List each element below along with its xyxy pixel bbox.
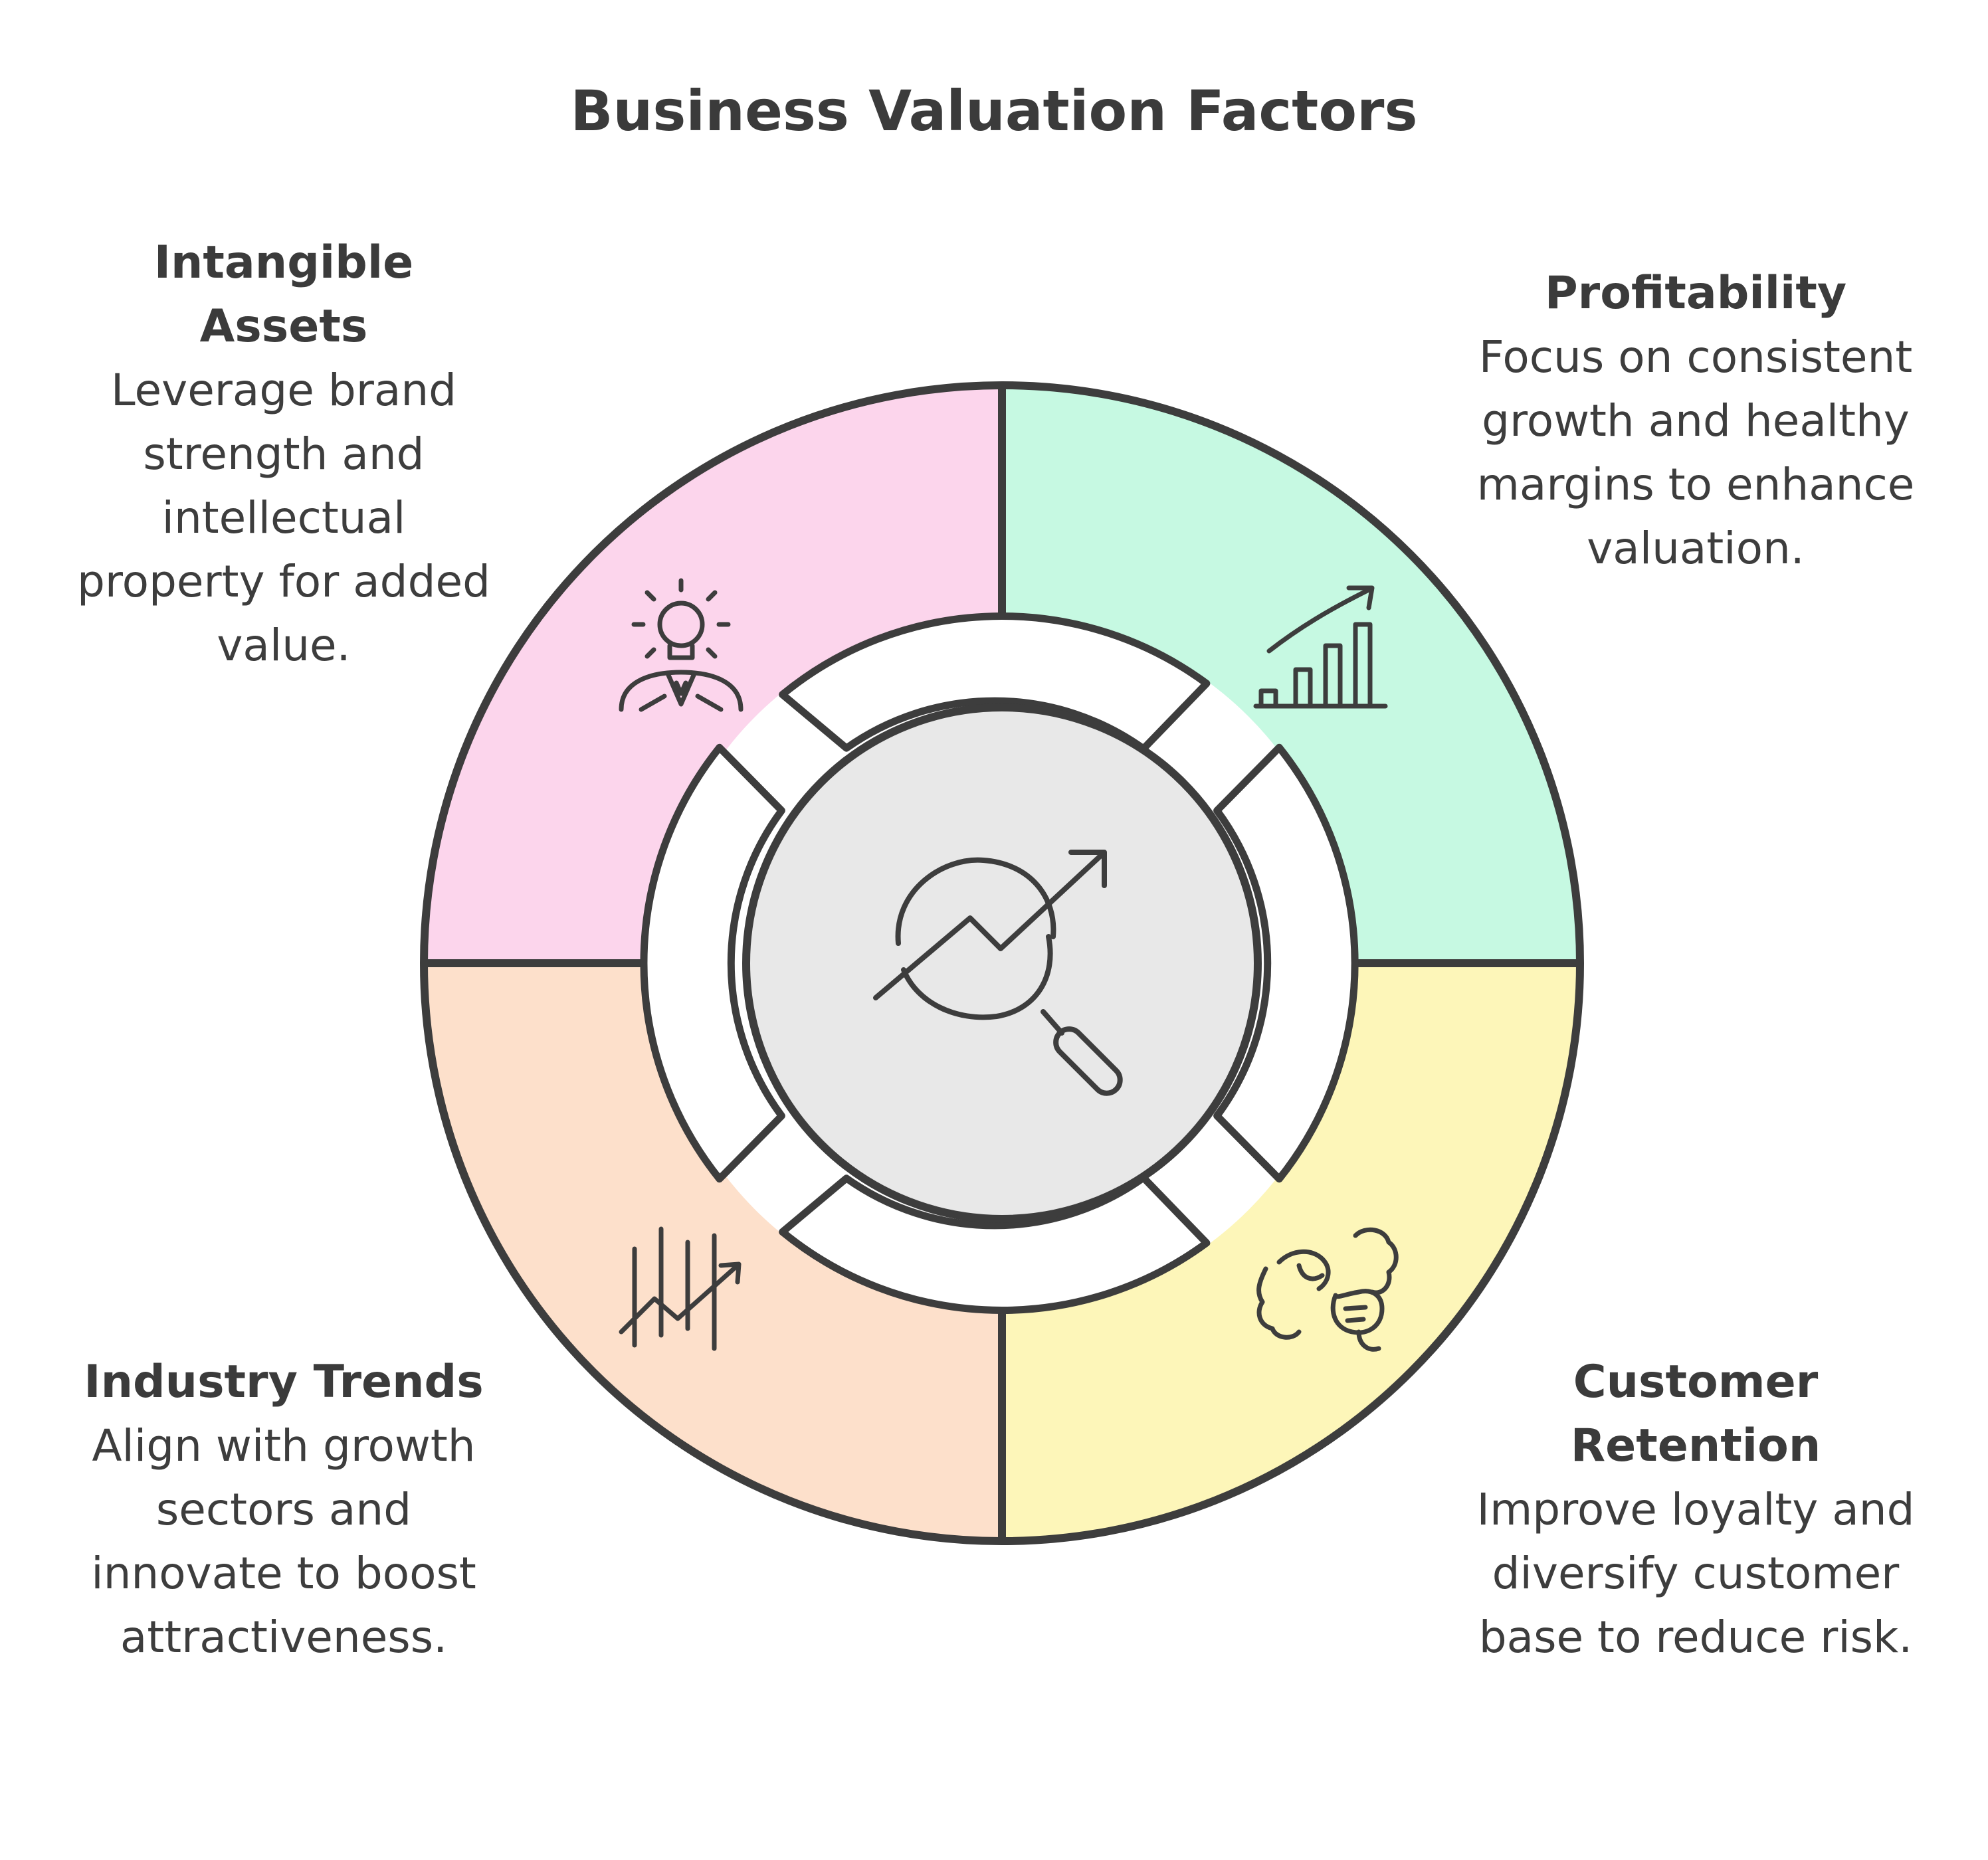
lightbulb-person-icon — [619, 578, 744, 712]
profitability-block: Profitability Focus on consistent growth… — [1476, 262, 1915, 581]
magnifier-trend-icon — [873, 850, 1123, 1096]
diagram-title: Business Valuation Factors — [570, 78, 1418, 143]
arc-segment-bottom — [779, 1174, 1211, 1314]
customer-retention-description: Improve loyalty and diversify customer b… — [1476, 1484, 1915, 1663]
center-circle — [742, 703, 1262, 1223]
customer-retention-block: Customer Retention Improve loyalty and d… — [1476, 1350, 1915, 1669]
rising-bar-chart-icon — [1253, 585, 1388, 709]
arc-segment-left — [640, 743, 785, 1183]
industry-trends-block: Industry Trends Align with growth sector… — [64, 1350, 503, 1669]
arc-segment-top — [779, 612, 1211, 753]
trend-lines-icon — [619, 1226, 742, 1351]
fist-bump-icon — [1256, 1227, 1399, 1352]
profitability-description: Focus on consistent growth and healthy m… — [1476, 331, 1915, 574]
intangible-assets-block: Intangible Assets Leverage brand strengt… — [64, 231, 503, 678]
industry-trends-heading: Industry Trends — [84, 1356, 484, 1408]
intangible-assets-description: Leverage brand strength and intellectual… — [77, 365, 490, 671]
arc-segment-right — [1213, 743, 1359, 1183]
industry-trends-description: Align with growth sectors and innovate t… — [91, 1420, 476, 1663]
profitability-heading: Profitability — [1544, 267, 1847, 320]
customer-retention-heading: Customer Retention — [1570, 1356, 1821, 1472]
intangible-assets-heading: Intangible Assets — [153, 236, 414, 353]
